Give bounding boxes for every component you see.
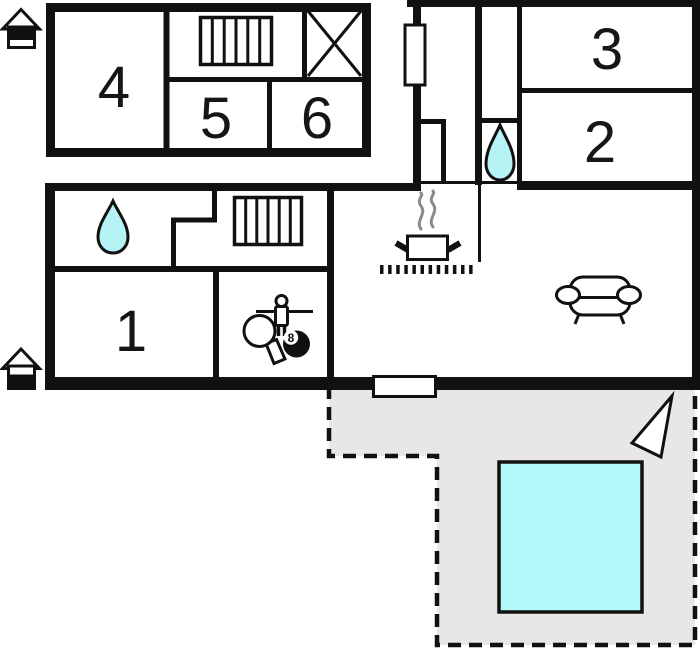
wall-mid-horizontal (50, 266, 333, 272)
steam-line (429, 189, 437, 229)
wall-left (45, 183, 55, 390)
wall-hall-divider (475, 0, 482, 185)
upper-floor-block (46, 3, 371, 157)
skylight-window-icon (306, 10, 363, 77)
room-5-label: 5 (199, 86, 233, 151)
wall-kitchen-divider (478, 185, 481, 262)
house-lower-level-outline (7, 37, 36, 49)
house-upper-floor-icon (0, 7, 43, 49)
eight-ball-number: 8 (288, 331, 295, 345)
swimming-pool (497, 460, 644, 614)
eight-ball-number-circle (283, 330, 299, 345)
wall-top-left (45, 183, 333, 191)
room-1-label: 1 (114, 299, 148, 364)
wall-bottom-thick (517, 181, 700, 190)
wall-closet-side (441, 120, 446, 182)
stove-icon (380, 189, 477, 274)
terrace (326, 381, 698, 648)
house-upper-level-outline (7, 364, 36, 378)
bedroom-wing-block (403, 0, 700, 390)
wall-bath-step-v2 (212, 186, 217, 222)
wall-bath-step-h (171, 217, 217, 223)
north-arrow-icon (629, 390, 675, 460)
game-room-icons: 8 (242, 294, 313, 366)
wall-top (407, 0, 700, 7)
room-4-label: 4 (97, 55, 131, 120)
wall-top-kitchen (333, 183, 421, 191)
wall-bath-step-v1 (171, 220, 176, 271)
pot-handle-right (446, 240, 462, 253)
window-bottom (372, 375, 437, 398)
main-level-block: 8 (45, 183, 700, 398)
wall-room3-room2-divider (522, 88, 700, 93)
stairs-icon (232, 195, 304, 247)
house-lower-level-filled (7, 377, 36, 390)
wall-gameroom-kitchen-divider (327, 183, 334, 377)
threshold-line (420, 181, 517, 184)
pot (406, 234, 449, 261)
table-tennis-paddle-icon (242, 314, 277, 348)
water-drop-icon (484, 121, 516, 182)
wall-shower-top (482, 118, 517, 123)
window-left (403, 23, 427, 87)
steam-line (417, 191, 425, 231)
foosball-player-body (274, 305, 289, 327)
sofa-icon (555, 275, 642, 325)
room-6-label: 6 (300, 86, 334, 151)
wall-right (692, 0, 700, 390)
wall-closet-top (417, 119, 446, 124)
stairs-icon (198, 15, 274, 67)
room-2-label: 2 (583, 110, 617, 175)
house-upper-level-filled (7, 25, 36, 37)
room-3-label: 3 (590, 17, 624, 82)
wall-room1-gameroom-divider (213, 272, 219, 377)
water-drop-icon (96, 197, 130, 255)
foosball-player-head (274, 294, 289, 308)
sofa-armrest-left (555, 285, 581, 305)
house-ground-floor-icon (0, 346, 43, 390)
sofa-armrest-right (616, 285, 642, 305)
wall-shower-divider (517, 0, 522, 185)
wall-left (413, 0, 421, 185)
